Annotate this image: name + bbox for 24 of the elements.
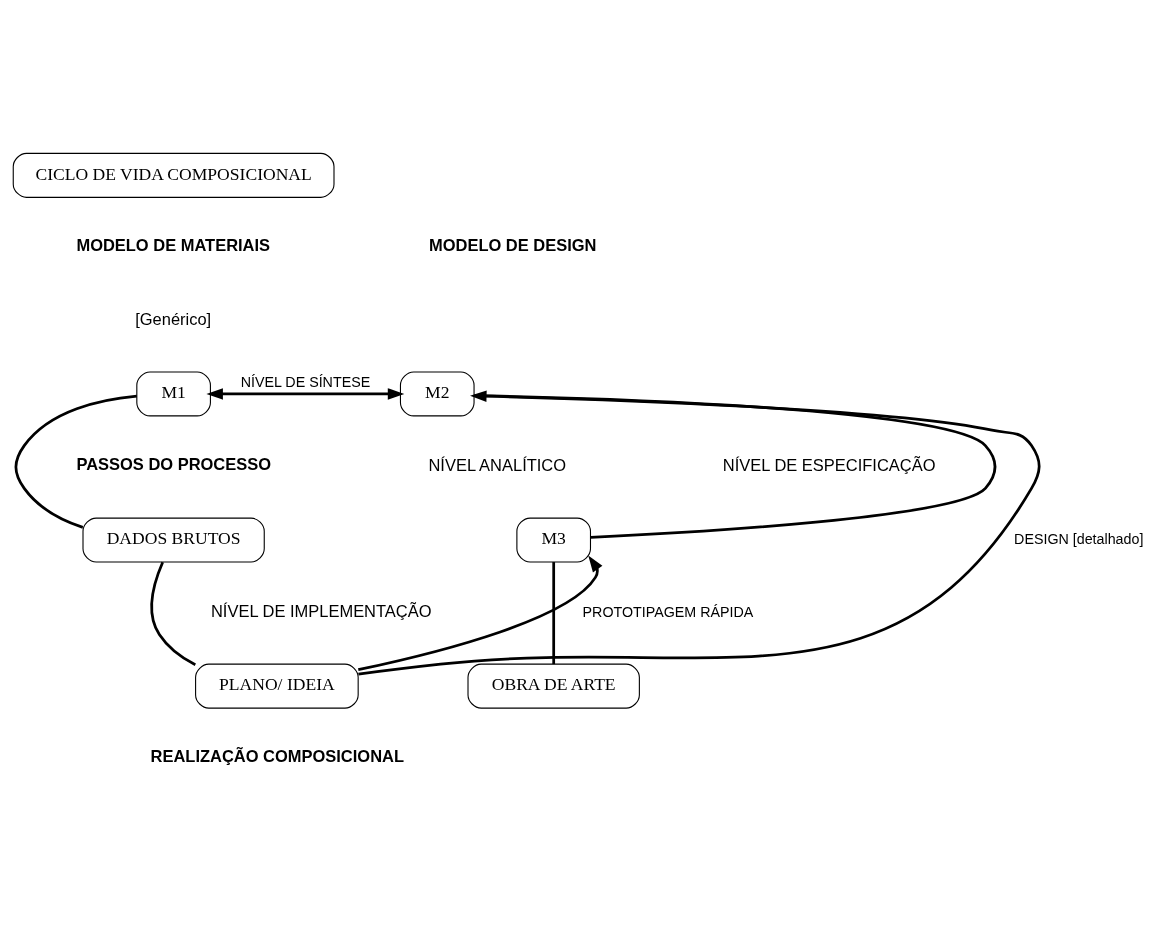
node-box: PLANO/ IDEIA xyxy=(195,663,359,709)
connector xyxy=(552,561,556,664)
connector xyxy=(150,561,196,666)
label: NÍVEL ANALÍTICO xyxy=(428,455,567,474)
label: PASSOS DO PROCESSO xyxy=(76,454,272,473)
node-box: M2 xyxy=(399,370,475,416)
edge-label: PROTOTIPAGEM RÁPIDA xyxy=(582,603,754,620)
label: REALIZAÇÃO COMPOSICIONAL xyxy=(150,746,404,765)
label: MODELO DE MATERIAIS xyxy=(76,235,271,254)
label: MODELO DE DESIGN xyxy=(429,235,597,254)
label: NÍVEL DE ESPECIFICAÇÃO xyxy=(722,455,936,474)
edge-label: NÍVEL DE SÍNTESE xyxy=(240,373,371,390)
connector xyxy=(14,394,137,529)
arrow xyxy=(206,387,405,400)
edge-label: DESIGN [detalhado] xyxy=(1014,530,1144,547)
arrow xyxy=(358,389,1041,675)
node-box: M3 xyxy=(516,517,592,563)
node-box: DADOS BRUTOS xyxy=(82,517,265,563)
arrow xyxy=(358,555,603,671)
node-box: OBRA DE ARTE xyxy=(467,663,640,709)
label: NÍVEL DE IMPLEMENTAÇÃO xyxy=(210,601,432,620)
label: [Genérico] xyxy=(135,309,212,328)
node-box: M1 xyxy=(136,370,211,416)
node-box: CICLO DE VIDA COMPOSICIONAL xyxy=(12,152,335,198)
